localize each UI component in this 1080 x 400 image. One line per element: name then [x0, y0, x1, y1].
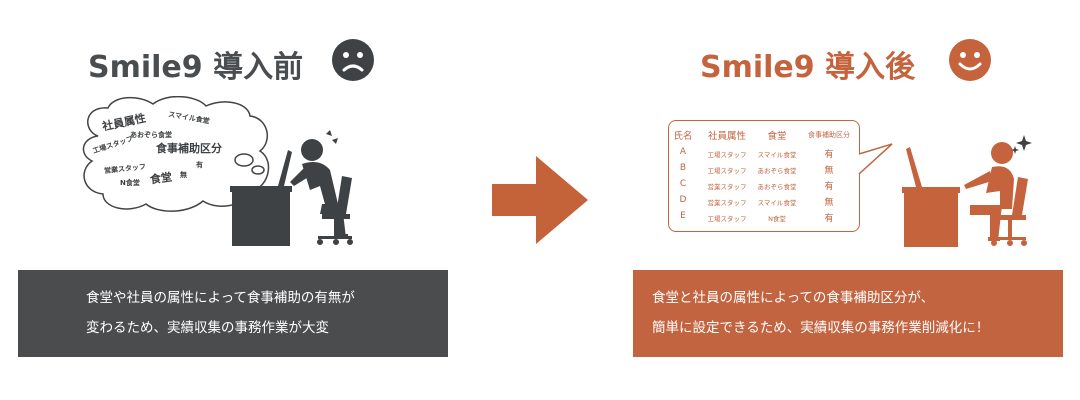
after-title: Smile9 導入後 — [700, 42, 915, 86]
cloud-word: 食堂 — [149, 170, 173, 187]
table-header: 社員属性 — [707, 131, 747, 142]
caption-line: 食堂と社員の属性によっての食事補助区分が、 — [652, 290, 935, 306]
table-header: 食事補助区分 — [808, 131, 850, 139]
before-title: Smile9 導入前 — [88, 42, 303, 86]
table-cell: 有 — [824, 182, 834, 192]
table-cell: B — [679, 163, 687, 173]
table-cell: スマイル食堂 — [757, 151, 797, 159]
table-cell: 無 — [824, 198, 834, 208]
table-cell: D — [679, 195, 687, 205]
table-cell: 営業スタッフ — [707, 183, 747, 191]
before-caption: 食堂や社員の属性によって食事補助の有無が 変わるため、実績収集の事務作業が大変 — [18, 270, 448, 357]
stressed-worker-icon — [230, 130, 353, 246]
table-cell: 有 — [824, 214, 834, 224]
table-cell: 工場スタッフ — [707, 167, 747, 175]
caption-line: 食堂や社員の属性によって食事補助の有無が — [86, 290, 355, 306]
table-cell: 工場スタッフ — [707, 215, 747, 223]
table-header: 氏名 — [673, 131, 693, 142]
table-cell: E — [680, 211, 686, 221]
sad-face-icon — [332, 39, 374, 81]
table-cell: C — [679, 179, 687, 189]
table-header: 食堂 — [767, 131, 787, 142]
cloud-word: 有 — [196, 161, 203, 169]
happy-worker-icon — [902, 135, 1032, 247]
arrow-right-icon — [492, 156, 588, 244]
data-table-bubble: 氏名 社員属性 食堂 食事補助区分 A 工場スタッフ スマイル食堂 有 B 工場… — [668, 120, 860, 232]
before-title-text: Smile9 導入前 — [88, 50, 304, 85]
cloud-word: 無 — [180, 171, 187, 179]
table-cell: スマイル食堂 — [757, 199, 797, 207]
table-cell: 営業スタッフ — [707, 199, 747, 207]
caption-line: 簡単に設定できるため、実績収集の事務作業削減化に！ — [652, 320, 990, 336]
table-cell: 無 — [824, 166, 834, 176]
table-cell: あおぞら食堂 — [757, 183, 797, 191]
after-caption: 食堂と社員の属性によっての食事補助区分が、 簡単に設定できるため、実績収集の事務… — [633, 270, 1063, 357]
table-cell: A — [679, 147, 687, 157]
cloud-word: あおぞら食堂 — [130, 131, 172, 139]
bubble-tail — [858, 143, 893, 175]
table-cell: N食堂 — [768, 215, 786, 223]
cloud-word: 食事補助区分 — [156, 142, 222, 155]
table-cell: あおぞら食堂 — [757, 167, 797, 175]
table-cell: 有 — [824, 150, 834, 160]
table-cell: 工場スタッフ — [707, 151, 747, 159]
happy-face-icon — [949, 39, 991, 81]
after-title-text: Smile9 導入後 — [700, 50, 916, 85]
caption-line: 変わるため、実績収集の事務作業が大変 — [86, 320, 329, 336]
cloud-word: N食堂 — [120, 179, 140, 187]
thought-cloud — [82, 96, 270, 212]
